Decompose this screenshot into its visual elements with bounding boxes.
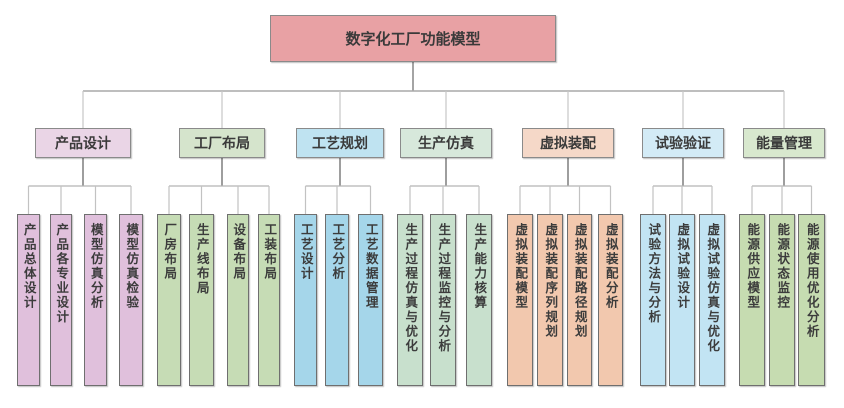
leaf-node: 能源供应模型: [739, 214, 765, 386]
leaf-node-label: 虚拟装配序列规划: [543, 223, 559, 339]
leaf-node-label: 虚拟装配分析: [603, 223, 619, 310]
category-node-5: 虚拟装配: [522, 128, 614, 158]
leaf-node-label: 工艺数据管理: [363, 223, 379, 310]
leaf-node-label: 厂房布局: [162, 223, 178, 281]
leaf-node: 工艺分析: [325, 214, 349, 386]
leaf-node: 工艺设计: [294, 214, 317, 386]
leaf-node-label: 生产线布局: [194, 223, 210, 296]
leaf-node-label: 生产过程仿真与优化: [403, 223, 419, 354]
leaf-node-label: 模型仿真检验: [124, 223, 140, 310]
root-node: 数字化工厂功能模型: [270, 15, 556, 62]
category-node-6: 试验验证: [642, 128, 724, 158]
leaf-node: 试验方法与分析: [640, 214, 666, 386]
leaf-node: 产品各专业设计: [50, 214, 72, 386]
category-node-1: 产品设计: [35, 128, 131, 158]
leaf-node: 虚拟试验设计: [669, 214, 695, 386]
leaf-node-label: 工艺设计: [298, 223, 314, 281]
leaf-node-label: 工装布局: [262, 223, 278, 281]
leaf-node-label: 产品各专业设计: [54, 223, 70, 325]
leaf-node: 生产过程监控与分析: [430, 214, 456, 386]
leaf-node: 工装布局: [258, 214, 280, 386]
leaf-node-label: 生产能力核算: [472, 223, 488, 310]
leaf-node: 能源状态监控: [769, 214, 795, 386]
category-node-4-label: 生产仿真: [418, 136, 474, 152]
leaf-node-label: 模型仿真分析: [88, 223, 104, 310]
leaf-node: 生产过程仿真与优化: [397, 214, 423, 386]
category-node-3-label: 工艺规划: [312, 136, 368, 152]
leaf-node-label: 工艺分析: [330, 223, 346, 281]
leaf-node-label: 虚拟试验设计: [675, 223, 691, 310]
leaf-node: 虚拟装配分析: [598, 214, 623, 386]
category-node-2: 工厂布局: [179, 128, 265, 158]
leaf-node-label: 试验方法与分析: [646, 223, 662, 325]
leaf-node-label: 能源使用优化分析: [804, 223, 820, 339]
category-node-6-label: 试验验证: [655, 136, 711, 152]
category-node-7: 能量管理: [743, 128, 825, 158]
category-node-5-label: 虚拟装配: [540, 136, 596, 152]
category-node-2-label: 工厂布局: [194, 136, 250, 152]
leaf-node: 厂房布局: [157, 214, 181, 386]
leaf-node: 虚拟装配模型: [507, 214, 533, 386]
leaf-node: 虚拟试验仿真与优化: [699, 214, 725, 386]
leaf-node: 模型仿真分析: [84, 214, 107, 386]
leaf-node: 产品总体设计: [17, 214, 40, 386]
leaf-node-label: 设备布局: [231, 223, 247, 281]
leaf-node-label: 能源供应模型: [745, 223, 761, 310]
category-node-4: 生产仿真: [400, 128, 492, 158]
leaf-node-label: 虚拟试验仿真与优化: [705, 223, 721, 354]
root-node-label: 数字化工厂功能模型: [345, 30, 481, 48]
leaf-node: 虚拟装配序列规划: [537, 214, 563, 386]
leaf-node-label: 能源状态监控: [775, 223, 791, 310]
leaf-node-label: 虚拟装配模型: [513, 223, 529, 310]
category-node-3: 工艺规划: [296, 128, 384, 158]
leaf-node: 生产线布局: [189, 214, 214, 386]
category-node-7-label: 能量管理: [756, 136, 812, 152]
leaf-node-label: 产品总体设计: [21, 223, 37, 310]
leaf-node-label: 生产过程监控与分析: [436, 223, 452, 354]
leaf-node: 能源使用优化分析: [798, 214, 825, 386]
category-node-1-label: 产品设计: [55, 136, 111, 152]
leaf-node: 设备布局: [227, 214, 249, 386]
leaf-node: 工艺数据管理: [358, 214, 383, 386]
leaf-node-label: 虚拟装配路径规划: [572, 223, 588, 339]
leaf-node: 生产能力核算: [466, 214, 492, 386]
leaf-node: 虚拟装配路径规划: [567, 214, 592, 386]
leaf-node: 模型仿真检验: [119, 214, 143, 386]
